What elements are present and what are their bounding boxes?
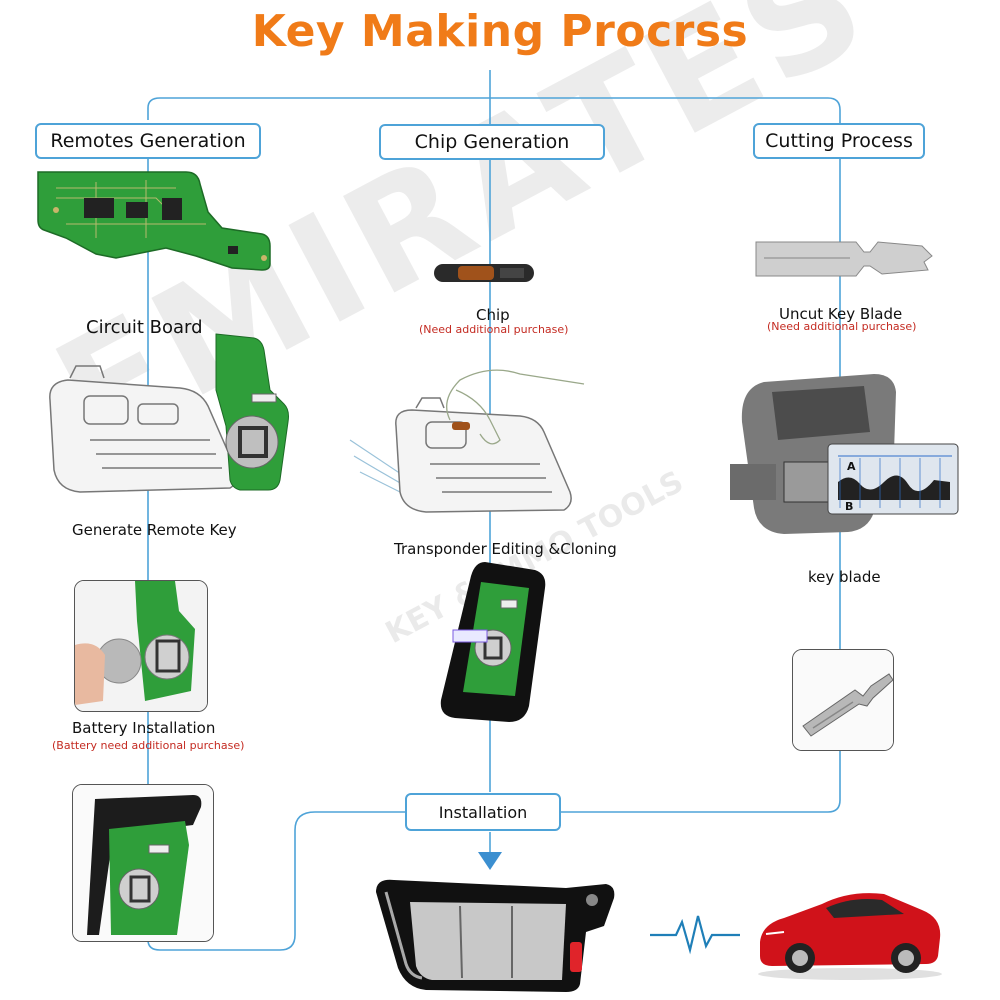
flip-key-remote-icon [440, 562, 546, 722]
remote-assembly-photo [72, 784, 214, 942]
cutting-process-header: Cutting Process [753, 123, 925, 159]
pcb-board-icon [37, 171, 271, 271]
transponder-editing-label: Transponder Editing &Cloning [394, 540, 617, 558]
transponder-chip-icon [434, 264, 534, 282]
chip-label: Chip [476, 306, 510, 324]
uncut-key-blade-label: Uncut Key Blade [779, 305, 903, 323]
diagram-mark-b: B [845, 500, 854, 513]
battery-installation-label: Battery Installation [72, 719, 216, 737]
cut-key-blade-photo [792, 649, 894, 751]
battery-installation-photo [74, 580, 208, 712]
generate-remote-key-label: Generate Remote Key [72, 521, 237, 539]
heartbeat-signal-icon [650, 915, 740, 955]
key-cutting-machine-icon [730, 374, 959, 534]
blade-purchase-note: (Need additional purchase) [767, 320, 917, 333]
sports-car-icon [758, 893, 942, 980]
installation-box: Installation [405, 793, 561, 831]
chip-generation-header: Chip Generation [379, 124, 605, 160]
page-title: Key Making Procrss [251, 6, 749, 57]
remotes-generation-header: Remotes Generation [35, 123, 261, 159]
circuit-board-label: Circuit Board [86, 317, 203, 338]
chip-purchase-note: (Need additional purchase) [419, 323, 569, 336]
battery-purchase-note: (Battery need additional purchase) [52, 739, 245, 752]
remote-programmer-icon [49, 333, 289, 493]
finished-flip-key-icon [376, 879, 615, 992]
transponder-programmer-icon [349, 369, 585, 513]
key-blade-label: key blade [808, 568, 881, 586]
down-arrow-icon [478, 852, 502, 870]
uncut-key-blade-icon [755, 241, 933, 277]
diagram-mark-a: A [847, 460, 856, 473]
